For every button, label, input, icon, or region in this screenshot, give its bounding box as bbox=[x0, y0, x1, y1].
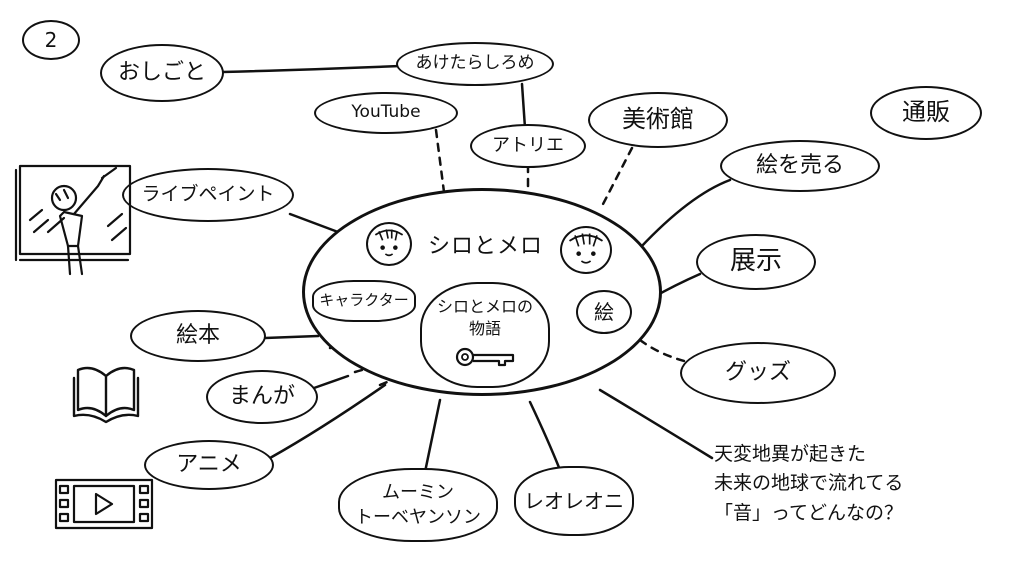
center-title: シロとメロ bbox=[428, 234, 544, 259]
node-goods[interactable]: グッズ bbox=[680, 342, 836, 404]
connector-akeshiro-atelier bbox=[520, 82, 527, 130]
connector-moomin bbox=[423, 398, 442, 474]
connector-live-paint bbox=[288, 212, 340, 234]
node-anime[interactable]: アニメ bbox=[144, 440, 274, 490]
node-live-paint[interactable]: ライブペイント bbox=[122, 168, 294, 222]
node-leo-lionni[interactable]: レオレオニ bbox=[514, 466, 634, 536]
film-strip-icon bbox=[54, 478, 154, 530]
node-picture[interactable]: 絵 bbox=[576, 290, 632, 334]
connector-oshigoto-akeshiro bbox=[220, 64, 402, 74]
node-youtube[interactable]: YouTube bbox=[314, 92, 458, 134]
node-story[interactable]: シロとメロの 物語 bbox=[420, 282, 550, 388]
page-number: 2 bbox=[22, 20, 80, 60]
node-mailorder[interactable]: 通販 bbox=[870, 86, 982, 140]
mero-face-icon bbox=[560, 226, 612, 274]
node-exhibit[interactable]: 展示 bbox=[696, 234, 816, 290]
connector-manga bbox=[312, 374, 350, 390]
connector-picture-book bbox=[263, 334, 320, 340]
connector-youtube bbox=[434, 128, 446, 194]
connector-goods bbox=[638, 338, 690, 364]
node-sell-art[interactable]: 絵を売る bbox=[720, 140, 880, 192]
node-oshigoto[interactable]: おしごと bbox=[100, 44, 224, 102]
node-atelier[interactable]: アトリエ bbox=[470, 124, 586, 168]
live-painting-person-icon bbox=[14, 164, 132, 276]
open-book-icon bbox=[72, 366, 140, 424]
node-picture-book[interactable]: 絵本 bbox=[130, 310, 266, 362]
node-character[interactable]: キャラクター bbox=[312, 280, 416, 322]
connector-question bbox=[598, 388, 714, 460]
shiro-face-icon bbox=[366, 222, 412, 266]
connector-sell-art bbox=[638, 178, 732, 250]
future-sound-question: 天変地異が起きた 未来の地球で流れてる 「音」ってどんなの？ bbox=[714, 443, 904, 524]
node-akeshiro[interactable]: あけたらしろめ bbox=[396, 42, 554, 86]
connector-museum bbox=[598, 146, 634, 212]
connector-leo-lionni bbox=[528, 400, 562, 472]
key-icon bbox=[455, 348, 515, 367]
connector-anime bbox=[268, 383, 387, 460]
node-museum[interactable]: 美術館 bbox=[588, 92, 728, 148]
node-moomin[interactable]: ムーミン トーベヤンソン bbox=[338, 468, 498, 542]
node-manga[interactable]: まんが bbox=[206, 370, 318, 424]
